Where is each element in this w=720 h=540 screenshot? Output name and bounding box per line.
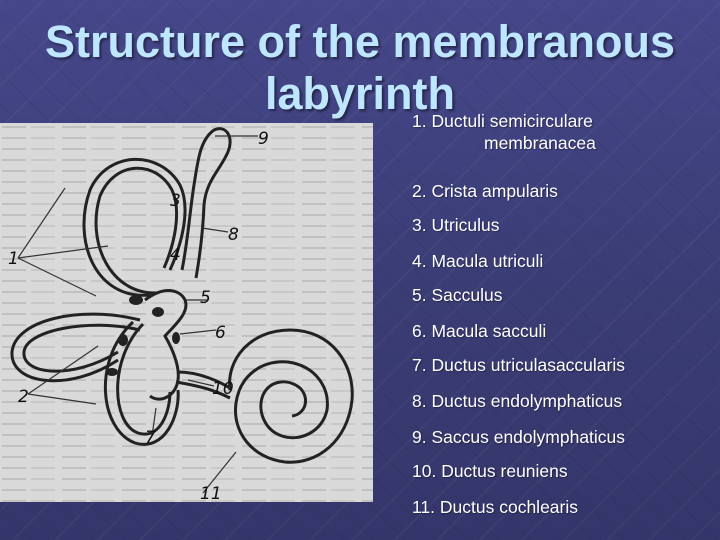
- sensory-spots: [106, 295, 180, 376]
- legend-item-6: 6. Macula sacculi: [412, 321, 547, 341]
- figure-label-11: 11: [200, 484, 222, 502]
- figure-label-5: 5: [200, 288, 211, 308]
- figure-label-4: 4: [170, 245, 181, 265]
- title-line-1: Structure of the membranous: [44, 16, 676, 67]
- figure-label-3: 3: [170, 191, 181, 211]
- legend-item-4: 4. Macula utriculi: [412, 251, 544, 271]
- slide-title: Structure of the membranous labyrinth: [0, 16, 720, 120]
- legend-item-3: 3. Utriculus: [412, 215, 500, 235]
- labyrinth-drawing: [10, 127, 354, 464]
- figure-texture: [0, 123, 373, 502]
- legend-item-1-continuation: membranacea: [484, 133, 596, 153]
- figure-label-2: 2: [18, 387, 29, 407]
- legend-item-8: 8. Ductus endolymphaticus: [412, 391, 623, 411]
- legend-item-9: 9. Saccus endolymphaticus: [412, 427, 626, 447]
- leader-lines: [17, 135, 258, 494]
- figure-label-7: 7: [145, 428, 156, 448]
- figure-label-10: 10: [212, 379, 234, 399]
- legend-item-11: 11. Ductus cochlearis: [412, 497, 579, 517]
- labyrinth-figure: 1 2 3 4 5 6 7 8 9 10 11: [0, 123, 373, 502]
- figure-label-6: 6: [215, 323, 226, 343]
- figure-number-labels: 1 2 3 4 5 6 7 8 9 10 11: [8, 129, 269, 502]
- title-line-2: labyrinth: [264, 68, 456, 119]
- legend-item-5: 5. Sacculus: [412, 285, 503, 305]
- legend-item-2: 2. Crista ampularis: [412, 181, 558, 201]
- legend-item-1: 1. Ductuli semicirculare membranacea: [412, 110, 596, 154]
- legend-item-7: 7. Ductus utriculasaccularis: [412, 355, 625, 375]
- figure-label-1: 1: [8, 249, 19, 269]
- labyrinth-diagram: 1 2 3 4 5 6 7 8 9 10 11: [0, 123, 373, 502]
- legend-item-10: 10. Ductus reuniens: [412, 461, 568, 481]
- legend-item-1-text: 1. Ductuli semicirculare: [412, 111, 593, 131]
- figure-label-9: 9: [258, 129, 269, 149]
- figure-label-8: 8: [228, 225, 239, 245]
